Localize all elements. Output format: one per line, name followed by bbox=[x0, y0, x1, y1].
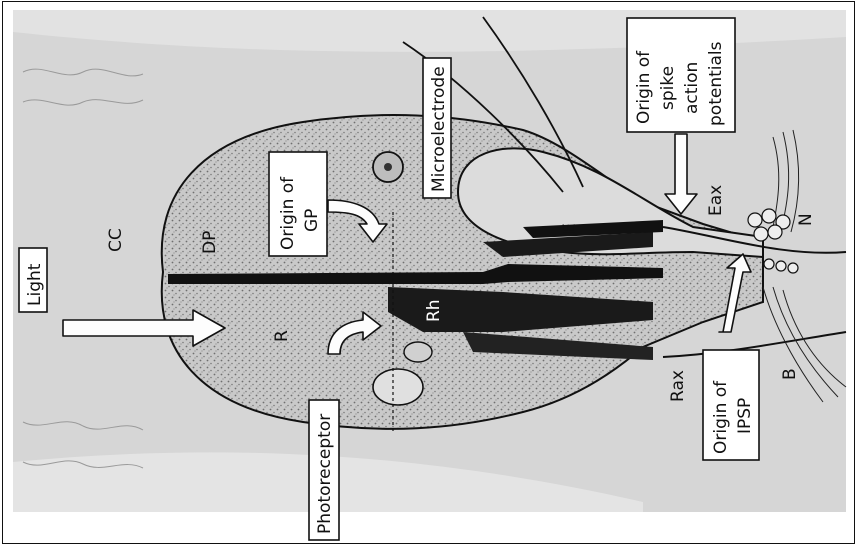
svg-text:action: action bbox=[682, 62, 702, 114]
label-r: R bbox=[272, 330, 292, 342]
svg-text:GP: GP bbox=[302, 209, 322, 232]
retinular-cell-nucleus bbox=[373, 369, 423, 405]
light-label-box: Light bbox=[19, 248, 47, 312]
svg-text:Origin of: Origin of bbox=[278, 176, 298, 250]
microelectrode-label-box: Microelectrode bbox=[423, 58, 451, 198]
label-rh: Rh bbox=[424, 299, 444, 322]
label-n: N bbox=[796, 213, 816, 226]
label-eax: Eax bbox=[706, 185, 726, 216]
label-e: E bbox=[560, 223, 580, 234]
label-dp: DP bbox=[200, 231, 220, 254]
svg-text:Light: Light bbox=[25, 263, 45, 306]
origin-gp-label-box: Origin of GP bbox=[269, 152, 327, 256]
svg-text:Photoreceptor: Photoreceptor bbox=[315, 414, 335, 534]
label-cc: CC bbox=[106, 228, 126, 252]
label-rax: Rax bbox=[668, 370, 688, 402]
photoreceptor-diagram: CC DP R Rh E N B Eax Rax Light Origin of… bbox=[3, 2, 854, 543]
label-b: B bbox=[780, 368, 800, 380]
svg-text:Origin of: Origin of bbox=[634, 50, 654, 124]
origin-ipsp-label-box: Origin of IPSP bbox=[703, 350, 759, 460]
photoreceptor-label-box: Photoreceptor bbox=[309, 400, 339, 540]
svg-text:potentials: potentials bbox=[706, 41, 726, 126]
svg-text:spike: spike bbox=[658, 66, 678, 110]
svg-text:IPSP: IPSP bbox=[735, 398, 755, 434]
svg-text:Microelectrode: Microelectrode bbox=[429, 66, 449, 192]
svg-text:Origin of: Origin of bbox=[711, 380, 731, 454]
origin-spike-label-box: Origin of spike action potentials bbox=[627, 18, 735, 132]
